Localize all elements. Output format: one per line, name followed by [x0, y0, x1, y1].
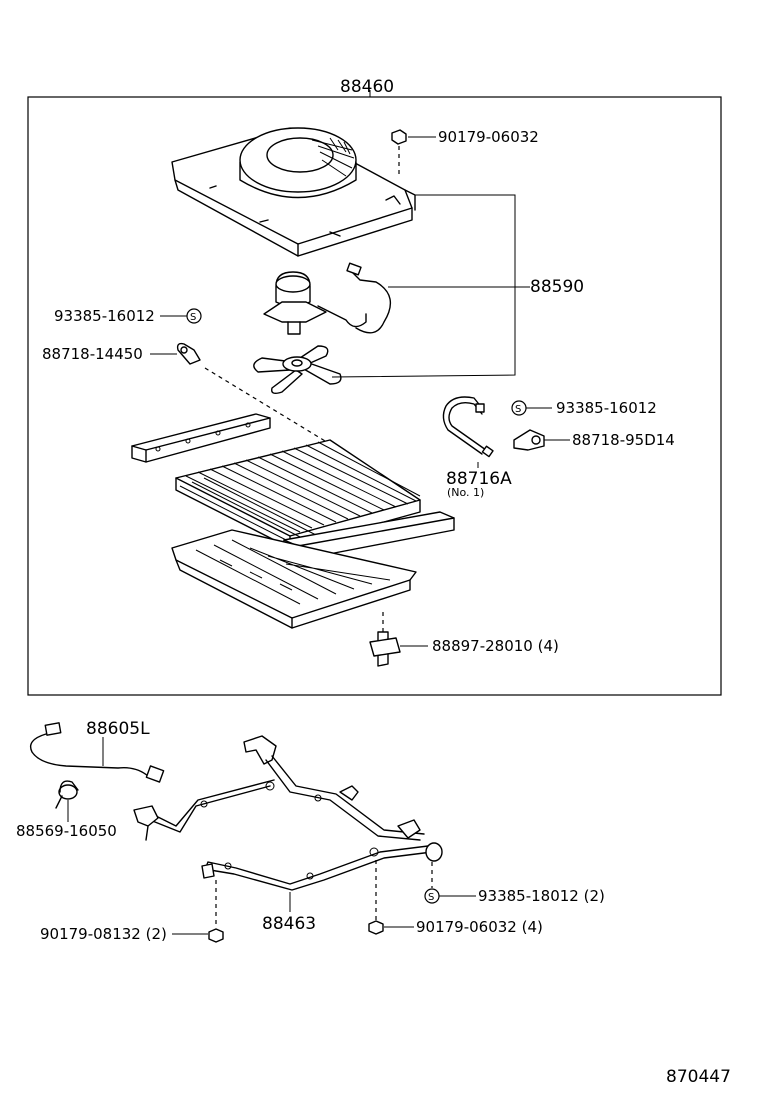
label-clamp-right: 88718-95D14 — [572, 431, 675, 449]
svg-text:S: S — [515, 404, 521, 415]
label-bolt: 88897-28010 (4) — [432, 637, 559, 655]
label-clip-s-right: 93385-16012 — [556, 399, 657, 417]
mounting-bracket-icon — [133, 735, 443, 891]
nut-bottom-right-icon — [368, 920, 384, 935]
label-wire: 88605L — [86, 719, 150, 739]
clamp-right-icon — [513, 429, 545, 451]
fan-blade-icon — [253, 345, 342, 395]
svg-text:S: S — [428, 892, 434, 903]
label-clip-s-bottom: 93385-18012 (2) — [478, 887, 605, 905]
wire-clamp-icon — [55, 780, 79, 809]
clip-s-bottom-icon: S — [424, 888, 440, 904]
label-wire-clamp: 88569-16050 — [16, 822, 117, 840]
figure-code: 870447 — [666, 1067, 731, 1087]
label-clip-s-left: 93385-16012 — [54, 307, 155, 325]
nut-top-icon — [391, 129, 407, 178]
label-clamp-left: 88718-14450 — [42, 345, 143, 363]
label-nut-bottom-right: 90179-06032 (4) — [416, 918, 543, 936]
clip-s-left-icon: S — [186, 308, 202, 324]
label-bracket: 88463 — [262, 914, 316, 934]
wire-harness-icon — [29, 722, 165, 783]
label-nut-top: 90179-06032 — [438, 128, 539, 146]
label-fan-motor: 88590 — [530, 277, 584, 297]
bolt-icon — [369, 612, 401, 667]
assembly-frame — [27, 96, 722, 696]
assembly-label: 88460 — [340, 77, 394, 97]
tube-no1-icon — [442, 396, 494, 458]
clip-s-right-icon: S — [511, 400, 527, 416]
condenser-core — [175, 439, 421, 549]
nut-bottom-left-icon — [208, 928, 224, 943]
clamp-left-icon — [176, 342, 201, 365]
dashed-clamp-to-condenser — [204, 367, 331, 445]
condenser-base-tray — [171, 529, 417, 629]
fan-motor-icon — [263, 262, 392, 335]
upper-bracket-rail — [131, 413, 271, 463]
label-tube-no1-sub: (No. 1) — [447, 486, 484, 499]
bracket-fan-motor — [331, 194, 516, 378]
label-nut-bottom-left: 90179-08132 (2) — [40, 925, 167, 943]
svg-text:S: S — [190, 312, 196, 323]
condenser-cover — [171, 127, 416, 257]
label-tube-no1: 88716A — [446, 469, 512, 489]
